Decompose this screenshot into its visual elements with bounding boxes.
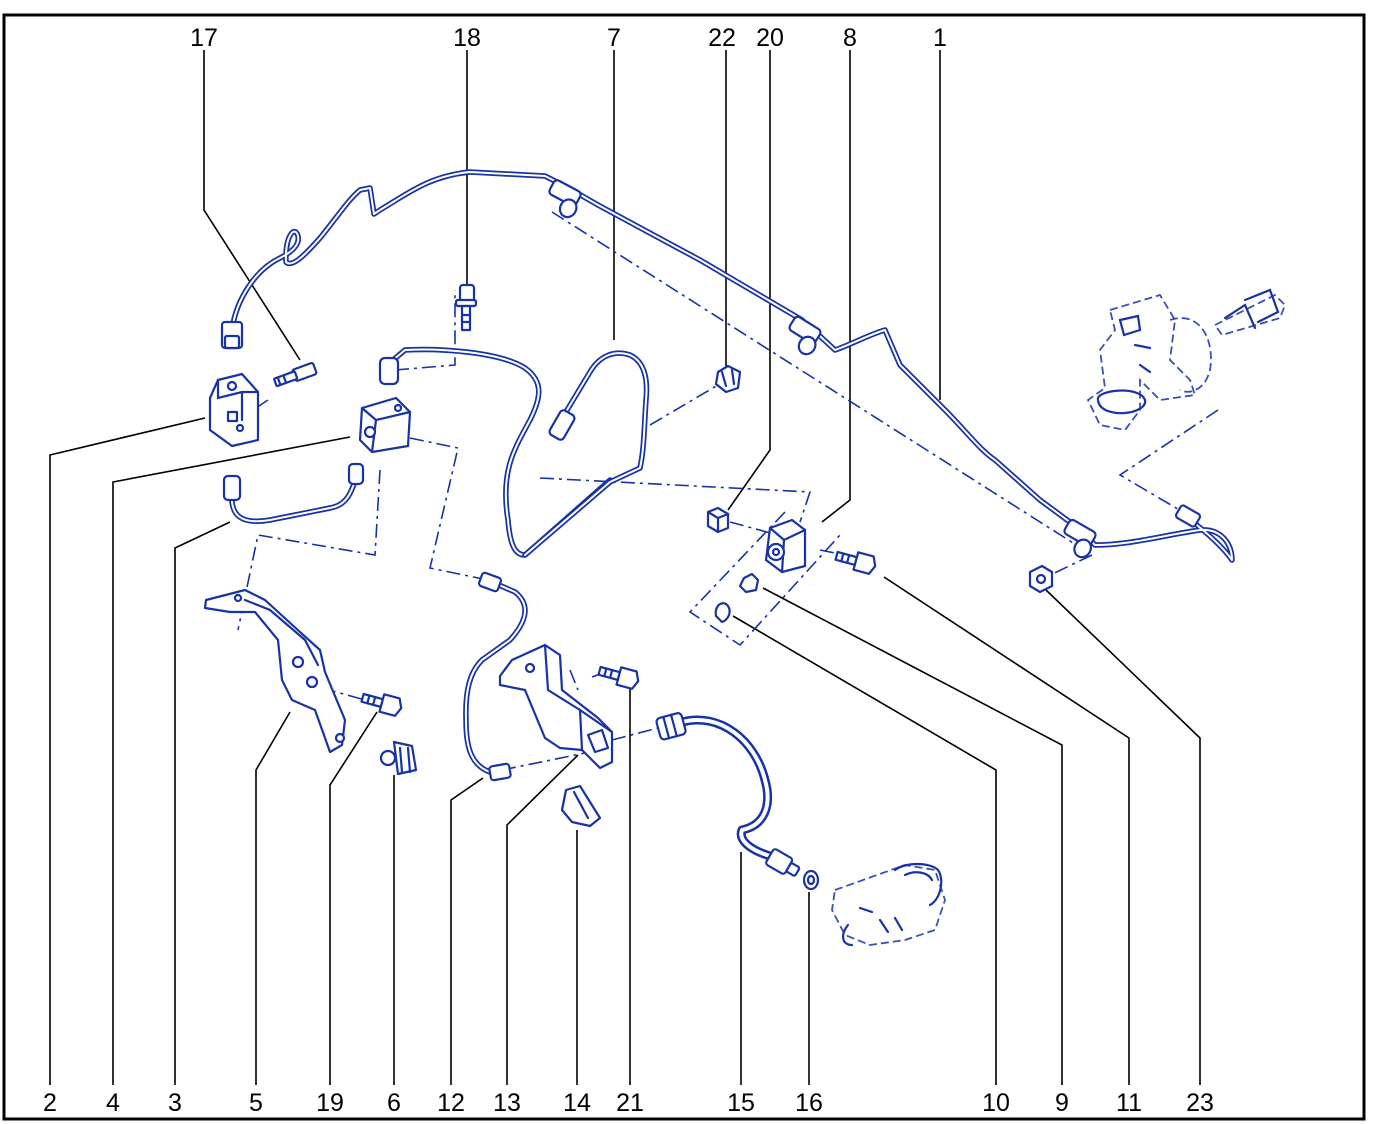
bolt-17 [273,361,318,388]
callout-20: 20 [756,24,784,52]
callout-5: 5 [249,1089,263,1117]
bolt-18 [454,283,478,332]
callout-21: 21 [616,1089,644,1117]
callout-2: 2 [43,1089,57,1117]
callout-14: 14 [563,1089,591,1117]
brake-pipe-7 [522,350,650,558]
callout-12: 12 [437,1089,465,1117]
clip-10 [714,602,731,624]
callout-4: 4 [106,1089,120,1117]
callout-18: 18 [453,24,481,52]
leader-lines [49,50,1201,1085]
bolt-9 [834,550,877,575]
bolt-21 [597,665,640,690]
callout-labels: 17 18 7 22 20 8 1 2 4 3 5 19 6 12 13 14 … [43,24,1214,1117]
brake-pipe-12 [463,571,528,782]
nut-20 [706,506,730,534]
bracket-2 [208,372,260,448]
callout-3: 3 [168,1089,182,1117]
callout-22: 22 [708,24,736,52]
block-8 [764,518,807,574]
callout-11: 11 [1116,1089,1142,1117]
diagram-frame [2,13,1366,1121]
callout-23: 23 [1186,1089,1214,1117]
master-cylinder-ghost [1086,288,1287,431]
bracket-5 [203,588,347,754]
nut-23 [1028,564,1054,594]
callout-16: 16 [795,1089,823,1117]
washer-16 [802,869,820,891]
callout-6: 6 [387,1089,401,1117]
callout-10: 10 [982,1089,1010,1117]
brake-pipe-3 [222,462,365,524]
bolt-19 [360,692,403,717]
callout-17: 17 [190,24,218,52]
clip-22 [714,364,742,394]
screw-11 [738,572,760,594]
bracket-13 [498,643,614,770]
assembly-lines [237,211,1219,771]
callout-15: 15 [727,1089,755,1117]
clip-6 [379,740,418,776]
callout-9: 9 [1055,1089,1069,1117]
clip-14 [560,784,602,828]
caliper-ghost [831,862,946,947]
brake-hose-15 [655,712,801,877]
brake-pipe-1 [220,169,1235,563]
callout-8: 8 [843,24,857,52]
callout-13: 13 [493,1089,521,1117]
callout-1: 1 [933,24,947,52]
callout-7: 7 [607,24,621,52]
junction-block-4 [358,346,613,558]
callout-19: 19 [316,1089,344,1117]
